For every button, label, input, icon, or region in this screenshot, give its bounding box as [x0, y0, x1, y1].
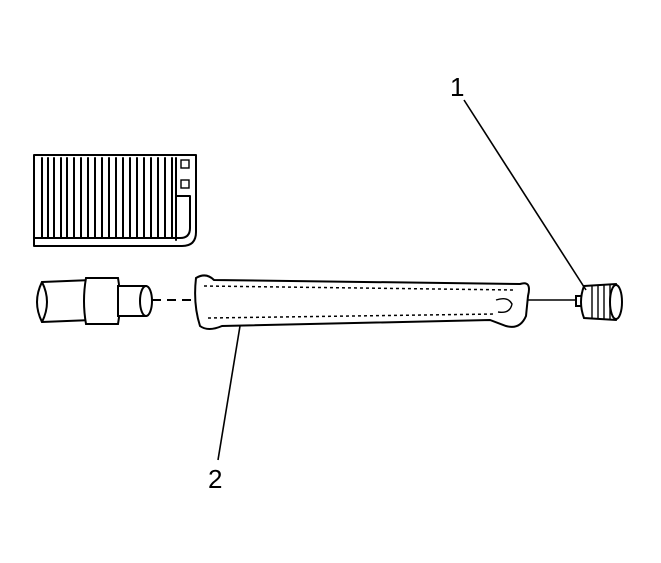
callout-one-leader	[463, 99, 587, 291]
desiccant-bag	[194, 274, 530, 330]
callout-two-label: 2	[208, 464, 222, 494]
threaded-plug	[575, 282, 623, 322]
pipe-fitting	[36, 277, 153, 325]
callout-one-label: 1	[450, 72, 464, 102]
callout-two-leader	[217, 325, 241, 461]
condenser-fins	[41, 157, 173, 239]
condenser-core	[33, 154, 197, 247]
